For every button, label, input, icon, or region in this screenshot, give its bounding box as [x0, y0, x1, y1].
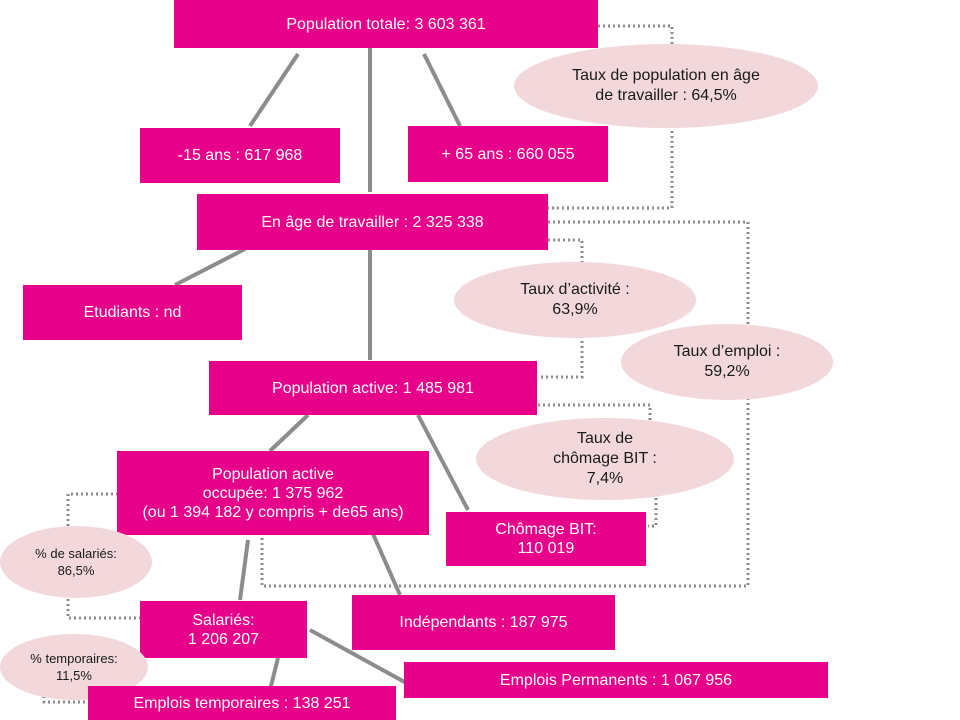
dotted-activity-rate [548, 238, 584, 266]
dotted-working-age-rate-lower [548, 126, 674, 210]
line-total-under15 [248, 52, 300, 128]
dotted-unemployment-rate [538, 403, 652, 420]
ellipse-pourcentage-salaries: % de salariés: 86,5% [0, 526, 152, 598]
box-population-active-occupee: Population active occupée: 1 375 962 (ou… [117, 451, 429, 535]
ellipse-taux-emploi: Taux d’emploi : 59,2% [621, 324, 833, 400]
box-plus-65-ans: + 65 ans : 660 055 [408, 126, 608, 182]
ellipse-taux-chomage-bit: Taux de chômage BIT : 7,4% [476, 418, 734, 500]
box-population-totale: Population totale: 3 603 361 [174, 0, 598, 48]
line-total-over65 [422, 53, 462, 127]
line-working-age-students [174, 247, 246, 287]
box-emplois-permanents: Emplois Permanents : 1 067 956 [404, 662, 828, 698]
box-en-age-de-travailler: En âge de travailler : 2 325 338 [197, 194, 548, 250]
dotted-employment-rate [548, 220, 750, 325]
ellipse-pourcentage-temporaires: % temporaires: 11,5% [0, 634, 148, 700]
dotted-unemployment-rate-lower [648, 498, 658, 528]
line-active-employed [268, 413, 310, 453]
ellipse-taux-population-age-travailler: Taux de population en âge de travailler … [514, 44, 818, 128]
dotted-employment-rate-lower [260, 398, 750, 588]
dotted-salaried-share [66, 492, 118, 534]
ellipse-taux-activite: Taux d’activité : 63,9% [454, 262, 696, 338]
line-active-unemployed [416, 414, 470, 511]
box-salaries: Salariés: 1 206 207 [140, 601, 307, 658]
box-emplois-temporaires: Emplois temporaires : 138 251 [88, 686, 396, 720]
line-salaried-temporary [268, 657, 280, 691]
box-chomage-bit: Chômage BIT: 110 019 [446, 512, 646, 566]
dotted-salaried-share-lower [66, 594, 140, 620]
box-independants: Indépendants : 187 975 [352, 595, 615, 650]
dotted-activity-rate-lower [538, 336, 584, 379]
box-etudiants: Etudiants : nd [23, 285, 242, 340]
dotted-working-age-rate [598, 24, 674, 45]
line-salaried-permanent [309, 628, 411, 687]
box-population-active: Population active: 1 485 981 [209, 361, 537, 415]
box-moins-15-ans: -15 ans : 617 968 [140, 128, 340, 183]
line-employed-salaried [238, 539, 250, 601]
